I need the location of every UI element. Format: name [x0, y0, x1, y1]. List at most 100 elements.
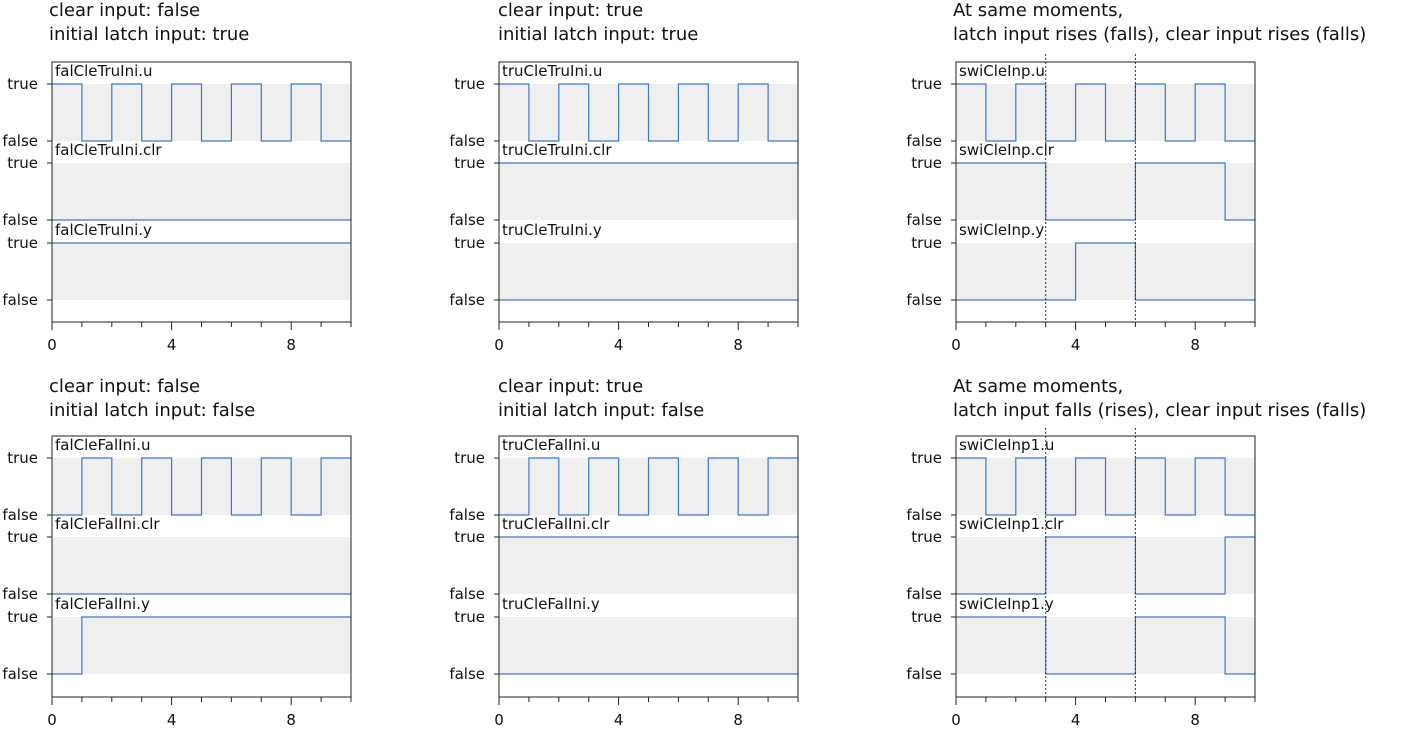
- y-tick-label: true: [911, 75, 942, 93]
- series-label: truCleFalIni.clr: [502, 515, 610, 533]
- series-label: falCleTruIni.y: [55, 221, 152, 239]
- series-line: [499, 83, 798, 142]
- y-tick-label: true: [454, 154, 485, 172]
- y-tick-label: false: [449, 665, 485, 683]
- series-line: [499, 457, 798, 516]
- y-tick-label: true: [7, 528, 38, 546]
- x-tick-label: 8: [733, 711, 743, 729]
- true-band: [499, 243, 798, 300]
- series-line: [956, 83, 1255, 142]
- chart-panel-6: At same moments, latch input falls (rises…: [906, 376, 1366, 729]
- series-label: truCleTruIni.u: [502, 62, 602, 80]
- y-tick-label: false: [2, 506, 38, 524]
- y-tick-label: true: [454, 234, 485, 252]
- chart-title-line: initial latch input: true: [49, 24, 249, 45]
- chart-panel-1: clear input: false initial latch input: t…: [2, 0, 352, 354]
- y-tick-label: false: [906, 211, 942, 229]
- series-label: swiCleInp1.u: [959, 436, 1054, 454]
- y-tick-label: false: [2, 132, 38, 150]
- x-tick-label: 4: [167, 711, 177, 729]
- true-band: [52, 163, 351, 220]
- series-line: [956, 457, 1255, 516]
- chart-title-line: latch input falls (rises), clear input r…: [953, 400, 1366, 421]
- x-tick-label: 4: [1071, 711, 1081, 729]
- series-label: truCleFalIni.u: [502, 436, 600, 454]
- y-tick-label: false: [2, 585, 38, 603]
- y-tick-label: false: [449, 506, 485, 524]
- x-tick-label: 8: [1190, 336, 1200, 354]
- chart-title-line: clear input: false: [49, 376, 200, 397]
- y-tick-label: true: [454, 608, 485, 626]
- y-tick-label: false: [449, 291, 485, 309]
- x-tick-label: 8: [286, 711, 296, 729]
- y-tick-label: true: [7, 75, 38, 93]
- y-tick-label: false: [449, 585, 485, 603]
- y-tick-label: true: [911, 449, 942, 467]
- x-tick-label: 0: [47, 336, 57, 354]
- chart-title-line: clear input: true: [498, 376, 643, 397]
- y-tick-label: false: [906, 665, 942, 683]
- true-band: [52, 243, 351, 300]
- y-tick-label: true: [7, 154, 38, 172]
- y-tick-label: true: [454, 449, 485, 467]
- x-tick-label: 8: [1190, 711, 1200, 729]
- series-label: swiCleInp1.clr: [959, 515, 1064, 533]
- y-tick-label: false: [2, 211, 38, 229]
- x-tick-label: 0: [494, 711, 504, 729]
- true-band: [499, 537, 798, 594]
- y-tick-label: true: [911, 608, 942, 626]
- series-line: [956, 242, 1255, 301]
- y-tick-label: true: [911, 154, 942, 172]
- series-label: falCleFalIni.clr: [55, 515, 160, 533]
- chart-title-line: At same moments,: [953, 376, 1123, 397]
- series-line: [52, 616, 351, 675]
- chart-title-line: clear input: false: [49, 0, 200, 21]
- y-tick-label: false: [449, 211, 485, 229]
- x-tick-label: 0: [951, 336, 961, 354]
- y-tick-label: true: [454, 75, 485, 93]
- true-band: [52, 617, 351, 674]
- series-label: swiCleInp.u: [959, 62, 1045, 80]
- chart-panel-3: At same moments,latch input rises (falls…: [906, 0, 1366, 354]
- true-band: [956, 243, 1255, 300]
- true-band: [956, 163, 1255, 220]
- series-label: falCleFalIni.u: [55, 436, 151, 454]
- y-tick-label: false: [906, 506, 942, 524]
- series-label: swiCleInp1.y: [959, 595, 1054, 613]
- true-band: [956, 537, 1255, 594]
- series-label: falCleFalIni.y: [55, 595, 150, 613]
- true-band: [52, 537, 351, 594]
- chart-title-line: initial latch input: false: [498, 400, 704, 421]
- series-line: [52, 83, 351, 142]
- chart-title-line: initial latch input: false: [49, 400, 255, 421]
- chart-panel-2: clear input: true initial latch input: tr…: [449, 0, 799, 354]
- true-band: [499, 163, 798, 220]
- x-tick-label: 0: [951, 711, 961, 729]
- y-tick-label: true: [911, 528, 942, 546]
- y-tick-label: true: [7, 608, 38, 626]
- y-tick-label: false: [449, 132, 485, 150]
- series-label: truCleTruIni.clr: [502, 141, 612, 159]
- y-tick-label: false: [906, 291, 942, 309]
- y-tick-label: true: [7, 449, 38, 467]
- y-tick-label: true: [7, 234, 38, 252]
- x-tick-label: 4: [614, 711, 624, 729]
- x-tick-label: 8: [286, 336, 296, 354]
- chart-panel-4: clear input: false initial latch input: f…: [2, 376, 352, 729]
- y-tick-label: false: [906, 132, 942, 150]
- series-label: swiCleInp.clr: [959, 141, 1055, 159]
- true-band: [956, 617, 1255, 674]
- x-tick-label: 4: [1071, 336, 1081, 354]
- x-tick-label: 4: [167, 336, 177, 354]
- x-tick-label: 0: [47, 711, 57, 729]
- chart-title-line: At same moments,: [953, 0, 1123, 21]
- y-tick-label: false: [2, 291, 38, 309]
- chart-title-line: initial latch input: true: [498, 24, 698, 45]
- series-label: swiCleInp.y: [959, 221, 1044, 239]
- series-line: [52, 457, 351, 516]
- y-tick-label: false: [906, 585, 942, 603]
- chart-title-line: clear input: true: [498, 0, 643, 21]
- chart-panel-5: clear input: true initial latch input: fa…: [449, 376, 799, 729]
- y-tick-label: true: [911, 234, 942, 252]
